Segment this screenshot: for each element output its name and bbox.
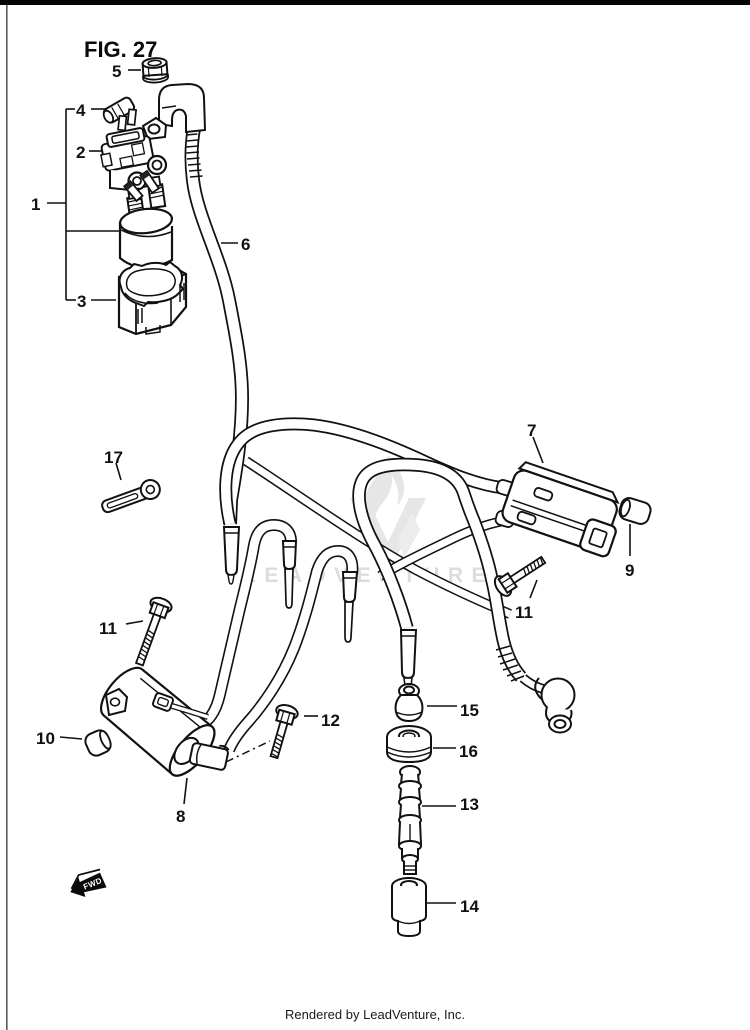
svg-text:16: 16 (459, 742, 478, 761)
svg-text:12: 12 (321, 711, 340, 730)
svg-text:LEADVENTURE: LEADVENTURE (243, 564, 494, 587)
svg-text:2: 2 (76, 143, 85, 162)
svg-text:11: 11 (515, 603, 533, 622)
svg-text:4: 4 (76, 101, 86, 120)
svg-text:13: 13 (460, 795, 479, 814)
svg-text:17: 17 (104, 448, 123, 467)
svg-text:Rendered by LeadVenture, Inc.: Rendered by LeadVenture, Inc. (285, 1007, 465, 1022)
svg-text:15: 15 (460, 701, 479, 720)
svg-text:FIG. 27: FIG. 27 (84, 37, 157, 62)
svg-text:5: 5 (112, 62, 121, 81)
svg-text:6: 6 (241, 235, 250, 254)
svg-text:3: 3 (77, 292, 86, 311)
svg-text:9: 9 (625, 561, 634, 580)
svg-text:7: 7 (527, 421, 536, 440)
svg-text:11: 11 (99, 619, 117, 638)
svg-text:8: 8 (176, 807, 185, 826)
svg-text:10: 10 (36, 729, 55, 748)
svg-text:1: 1 (31, 195, 40, 214)
svg-text:14: 14 (460, 897, 479, 916)
